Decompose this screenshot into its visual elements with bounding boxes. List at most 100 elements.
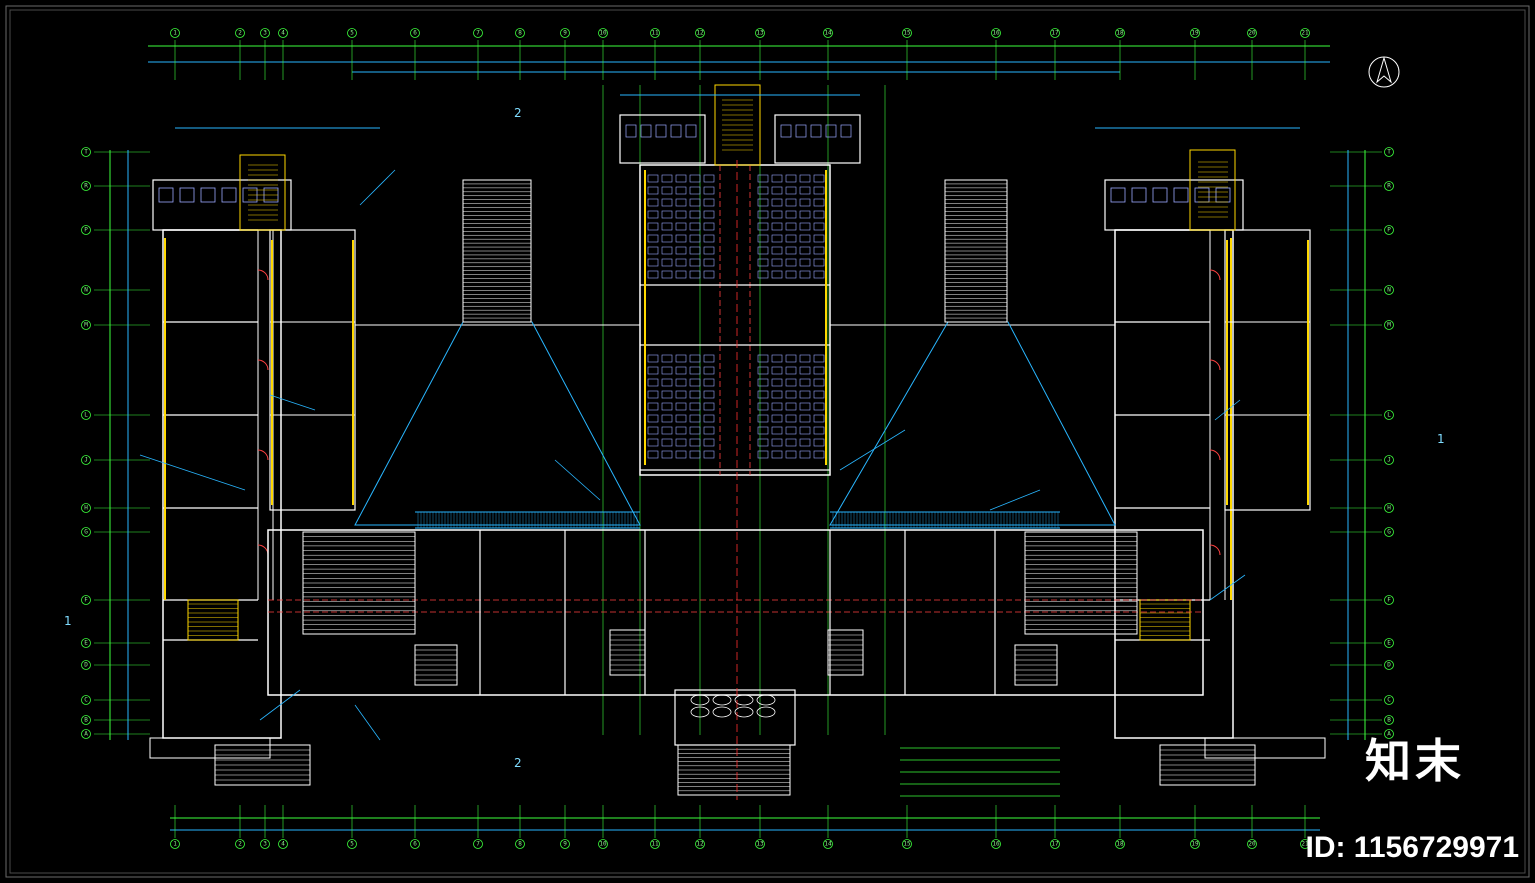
grid-bubble-label: C	[84, 697, 88, 704]
grid-bubble-label: 4	[281, 30, 285, 37]
grid-bubble-label: B	[1387, 717, 1391, 724]
grid-bubble-label: 10	[599, 30, 607, 37]
grid-bubble	[1384, 455, 1394, 465]
desk	[771, 198, 783, 207]
grid-bubble-label: M	[1387, 322, 1391, 329]
grid-bubble-label: 3	[263, 30, 267, 37]
grid-bubble	[81, 320, 91, 330]
desk	[675, 258, 687, 267]
desk	[661, 438, 673, 447]
desk	[771, 186, 783, 195]
watermark-brand: 知末	[1365, 734, 1465, 788]
desk	[771, 378, 783, 387]
section-mark-top: 2	[514, 106, 522, 120]
desk	[785, 270, 797, 279]
annotation-leader	[1209, 574, 1246, 601]
grid-bubble-label: 6	[413, 841, 417, 848]
desk	[703, 390, 715, 399]
grid-bubble	[1115, 839, 1125, 849]
grid-bubble-label: 11	[651, 841, 659, 848]
desk	[771, 246, 783, 255]
grid-bubble-label: E	[1387, 640, 1391, 647]
grid-bubble	[347, 839, 357, 849]
right-entrance-canopy	[1204, 737, 1326, 759]
grid-bubble-label: R	[84, 183, 88, 190]
left-stair-tower	[239, 154, 286, 231]
toilet-fixture	[655, 124, 667, 138]
desk	[757, 366, 769, 375]
toilet-fixture	[1110, 187, 1126, 203]
grid-bubble	[1384, 729, 1394, 739]
central-stair	[714, 84, 761, 166]
desk	[675, 414, 687, 423]
door-swing	[257, 269, 269, 281]
toilet-fixture	[795, 124, 807, 138]
desk	[647, 222, 659, 231]
grid-bubble	[1384, 595, 1394, 605]
grid-bubble-label: 5	[350, 841, 354, 848]
desk	[703, 174, 715, 183]
grid-bubble	[598, 839, 608, 849]
grid-bubble	[1384, 285, 1394, 295]
grid-bubble	[1190, 28, 1200, 38]
grid-bubble	[1384, 320, 1394, 330]
grid-bubble-label: 16	[992, 841, 1000, 848]
grid-bubble	[410, 839, 420, 849]
grid-bubble	[81, 503, 91, 513]
grid-bubble-label: 2	[238, 30, 242, 37]
annotation-leader	[989, 489, 1041, 511]
door-swing	[257, 544, 269, 556]
grid-bubble-label: N	[84, 287, 88, 294]
desk	[647, 366, 659, 375]
drawing-frame	[5, 5, 1530, 878]
grid-bubble	[81, 715, 91, 725]
desk	[757, 222, 769, 231]
desk	[647, 450, 659, 459]
desk	[675, 390, 687, 399]
grid-bubble-label: 6	[413, 30, 417, 37]
desk	[689, 354, 701, 363]
grid-bubble-label: 14	[824, 30, 832, 37]
desk	[647, 438, 659, 447]
desk	[757, 234, 769, 243]
annotation-leader	[259, 689, 301, 721]
grid-bubble-label: 17	[1051, 841, 1059, 848]
grid-bubble	[902, 839, 912, 849]
desk	[675, 366, 687, 375]
grid-bubble-label: B	[84, 717, 88, 724]
watermark-id: ID: 1156729971	[1305, 831, 1519, 864]
desk	[799, 222, 811, 231]
grid-bubble	[515, 28, 525, 38]
desk	[799, 198, 811, 207]
grid-bubble-label: N	[1387, 287, 1391, 294]
desk	[689, 426, 701, 435]
grid-bubble	[1050, 28, 1060, 38]
desk	[785, 258, 797, 267]
grid-bubble-label: 15	[903, 841, 911, 848]
desk	[661, 186, 673, 195]
grid-bubble	[1384, 147, 1394, 157]
grid-bubble-label: F	[1387, 597, 1391, 604]
annotation-leader	[359, 169, 396, 206]
grid-bubble	[81, 225, 91, 235]
toilet-fixture	[1131, 187, 1147, 203]
grid-bubble	[1384, 638, 1394, 648]
grid-bubble	[823, 28, 833, 38]
grid-bubble-label: 11	[651, 30, 659, 37]
desk	[661, 450, 673, 459]
desk	[689, 414, 701, 423]
revolving-door	[734, 706, 754, 718]
grid-bubble	[1300, 839, 1310, 849]
desk	[689, 210, 701, 219]
grid-bubble-label: P	[84, 227, 88, 234]
desk	[785, 390, 797, 399]
wing-outline	[1114, 229, 1234, 739]
toilet-fixture	[640, 124, 652, 138]
north-arrow-needle	[1376, 56, 1392, 84]
revolving-door	[756, 694, 776, 706]
drawing-frame-inner	[9, 9, 1526, 874]
desk	[813, 390, 825, 399]
desk	[689, 186, 701, 195]
desk	[799, 234, 811, 243]
right-atrium-void	[829, 321, 1116, 526]
